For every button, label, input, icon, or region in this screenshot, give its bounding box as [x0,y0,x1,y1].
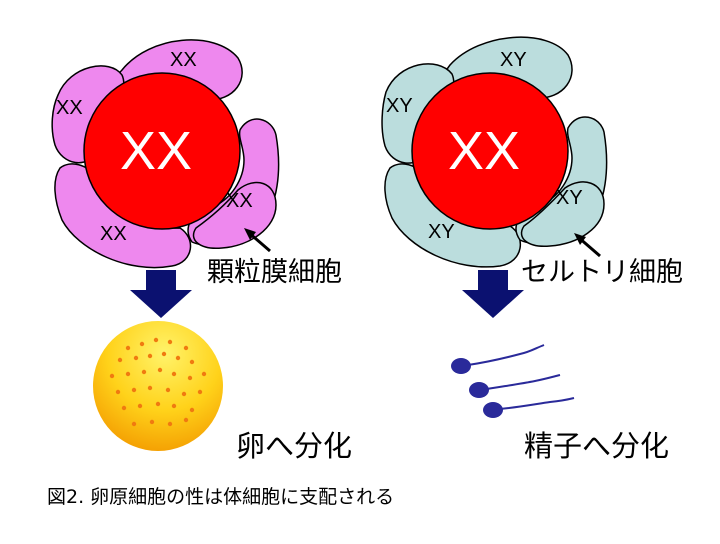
egg-speckle [117,357,123,363]
left-cell-type-label: 顆粒膜細胞 [207,257,342,288]
left-down-arrow [130,270,192,318]
right-outer-label-bottom: XY [428,221,455,243]
egg-speckle [183,417,189,423]
egg-speckle [171,371,177,377]
egg-speckle [133,355,139,361]
egg-cell [93,321,223,451]
left-center-cell [83,72,241,230]
egg-speckle [115,389,121,395]
egg-speckle [137,403,143,409]
egg-speckle [181,391,187,397]
left-outcome-label: 卵へ分化 [236,429,353,463]
right-outer-label-top: XY [500,49,527,71]
egg-speckle [167,339,173,345]
left-surrounding-cell [192,181,277,249]
egg-speckle [149,419,155,425]
left-cluster [51,39,280,269]
right-outcome-label: 精子へ分化 [524,429,670,463]
left-center-label: XX [120,121,193,181]
egg-speckle [175,355,181,361]
right-center-cell [411,72,569,230]
right-outer-label-left: XY [386,95,413,117]
left-outer-label-left: XX [56,97,83,119]
egg-speckle [171,403,177,409]
right-surrounding-cell [520,181,605,247]
egg-speckle [153,337,159,343]
egg-speckle [131,421,137,427]
left-outer-label-right: XX [226,190,253,212]
sperm-cell [451,344,545,374]
egg-speckle [139,341,145,347]
egg [93,321,223,451]
egg-speckle [147,385,153,391]
right-cell-type-label: セルトリ細胞 [521,257,683,288]
right-center-label: XX [448,121,521,181]
left-outer-label-bottom: XX [100,223,127,245]
egg-speckle [131,387,137,393]
egg-speckle [187,375,193,381]
right-cluster [381,36,608,268]
right-pointer-arrow [574,233,601,258]
egg-speckle [197,389,203,395]
egg-speckle [109,373,115,379]
egg-speckle [167,421,173,427]
left-outer-label-top: XX [170,49,197,71]
egg-speckle [189,407,195,413]
right-outer-label-right: XY [556,187,583,209]
figure-caption: 図2. 卵原細胞の性は体細胞に支配される [47,486,395,508]
egg-speckle [161,351,167,357]
egg-speckle [147,353,153,359]
sperm-group [451,344,575,418]
egg-speckle [157,367,163,373]
egg-speckle [155,401,161,407]
egg-speckle [121,405,127,411]
sperm-cell [469,374,561,398]
egg-speckle [165,387,171,393]
egg-speckle [125,345,131,351]
right-down-arrow [462,270,524,318]
egg-speckle [141,369,147,375]
egg-speckle [201,371,207,377]
left-pointer-arrow [244,228,271,253]
egg-speckle [189,359,195,365]
sperm-cell [483,397,575,418]
egg-speckle [183,345,189,351]
egg-speckle [125,371,131,377]
